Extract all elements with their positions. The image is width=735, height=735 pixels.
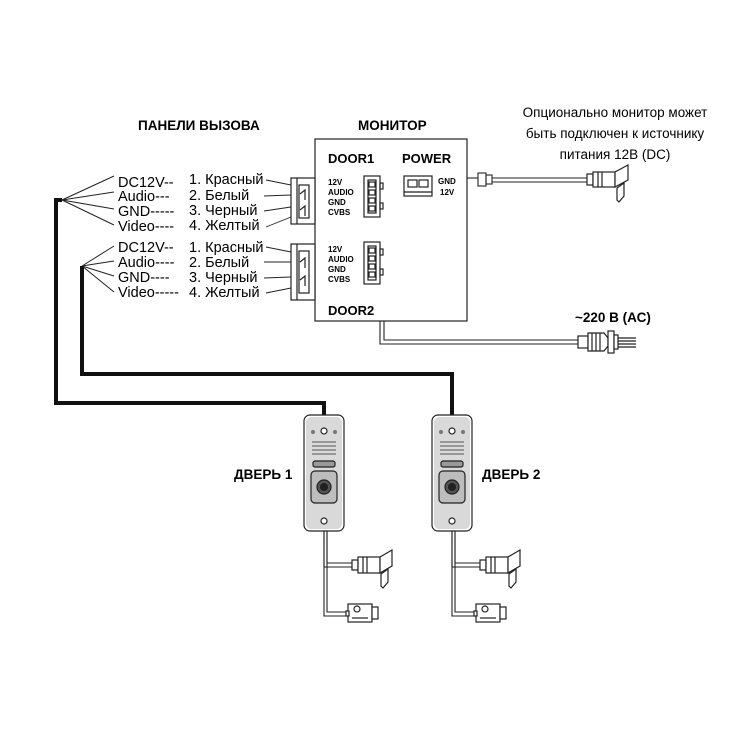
door1-pin-12v: 12V [328,178,343,187]
wire2-gnd-left: GND---- [118,270,170,286]
door1-power-adapter-icon [351,548,393,589]
monitor-heading: МОНИТОР [358,118,427,133]
wire2-dc12v-left: DC12V-- [118,240,174,256]
ac-power-cable [379,321,578,345]
wire2-yellow-label: 4. Желтый [189,285,260,301]
door2-plug-icon [290,243,316,301]
wire-group-1-leads [263,179,292,228]
optional-note-line-2: быть подключен к источнику [526,126,705,141]
wire2-white-label: 2. Белый [189,255,249,271]
wire2-video-left: Video----- [118,285,179,301]
wire-group-2-leads [263,246,292,294]
door1-pin-cvbs: CVBS [328,208,351,217]
wire1-video-left: Video---- [118,219,174,235]
door2-pin-cvbs: CVBS [328,275,351,284]
panels-heading: ПАНЕЛИ ВЫЗОВА [138,118,260,133]
ac-plug-icon [577,330,636,354]
door2-pin-gnd: GND [328,265,346,274]
door1-label: ДВЕРЬ 1 [234,467,293,482]
wire1-red-label: 1. Красный [189,172,263,188]
wire2-black-label: 3. Черный [189,270,257,286]
door1-plug-icon [290,177,316,225]
door2-power-adapter-icon [479,548,521,589]
ac-power-label: ~220 В (АС) [575,310,651,325]
door2-call-panel-icon [431,414,473,545]
wire1-white-label: 2. Белый [189,188,249,204]
door1-pin-labels: 12V AUDIO GND CVBS [328,178,354,217]
wire1-dc12v-left: DC12V-- [118,175,174,191]
wire1-black-label: 3. Черный [189,203,257,219]
door2-label: ДВЕРЬ 2 [482,467,540,482]
optional-note-line-3: питания 12В (DC) [560,147,671,162]
power-port-label: POWER [402,151,452,166]
door2-adapter-cable [451,545,480,617]
power-pin-gnd: GND [438,177,456,186]
wire2-audio-left: Audio---- [118,255,175,271]
door2-connector [363,241,384,285]
door1-port-label: DOOR1 [328,151,374,166]
door2-pin-labels: 12V AUDIO GND CVBS [328,245,354,284]
dc-adapter-cable [467,172,587,187]
door2-port-label: DOOR2 [328,303,374,318]
door2-pin-12v: 12V [328,245,343,254]
wire-group-2-fan [81,245,115,293]
door2-pin-audio: AUDIO [328,255,354,264]
power-pin-12v: 12V [440,188,455,197]
wire1-gnd-left: GND----- [118,204,175,220]
wiring-group-2: DC12V-- Audio---- GND---- Video----- 1. … [118,240,263,301]
door1-lock-icon [345,603,379,623]
door1-pin-gnd: GND [328,198,346,207]
monitor-box [314,138,468,322]
cable-to-door2 [80,266,454,417]
door1-adapter-cable [323,545,352,617]
door1-call-panel-icon [303,414,345,545]
dc-adapter-plug-icon [586,163,629,203]
wiring-group-1: DC12V-- Audio--- GND----- Video---- 1. К… [118,172,263,235]
power-connector [403,175,433,197]
optional-note-line-1: Опционально монитор может [523,105,708,120]
cable-to-door1 [54,198,326,417]
wire2-red-label: 1. Красный [189,240,263,256]
door1-pin-audio: AUDIO [328,188,354,197]
door1-connector [363,175,384,218]
wire-group-1-fan [61,175,115,226]
wire1-yellow-label: 4. Желтый [189,218,260,234]
wire1-audio-left: Audio--- [118,189,170,205]
door2-lock-icon [473,603,507,623]
